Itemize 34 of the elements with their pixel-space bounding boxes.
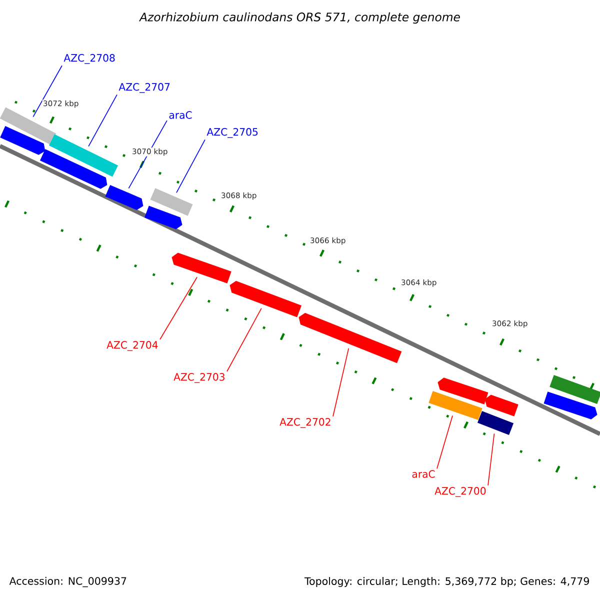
leader-line [160,276,198,340]
gene-label: AZC_2703 [174,373,224,383]
footer-text: Accession: NC_009937 [9,576,126,588]
gene-feature [144,206,182,230]
gene-feature [298,312,402,364]
gene-label: AZC_2704 [106,341,158,351]
leader-line [488,433,495,486]
leader-line [176,139,206,194]
leader-line [332,348,350,417]
gene-feature [230,280,302,318]
gene-feature [172,252,232,284]
gene-label: AZC_2702 [280,418,330,428]
gene-feature [0,126,46,155]
gene-label: AZC_2705 [206,128,258,138]
gene-label: AZC_2700 [434,487,486,497]
leader-line [226,308,262,372]
gene-label: AZC_2708 [64,54,115,64]
leader-line [436,415,453,469]
gene-feature [0,107,56,145]
gene-label: araC [169,111,192,119]
gene-feature [105,184,144,210]
leader-line [32,65,62,118]
title: Azorhizobium caulinodans ORS 571, complete genome [138,12,460,24]
gene-feature [150,188,193,216]
gene-label: araC [412,470,435,478]
leader-line [88,94,118,147]
footer-text: Topology: circular; Length: 5,369,772 bp; Genes: 4,779 [304,577,589,587]
gene-feature [550,375,600,404]
gene-feature [544,392,598,420]
leader-line [128,120,168,189]
gene-feature [40,149,108,189]
gene-label: AZC_2707 [118,83,170,93]
gene-feature [438,378,488,404]
gene-feature [484,394,518,416]
